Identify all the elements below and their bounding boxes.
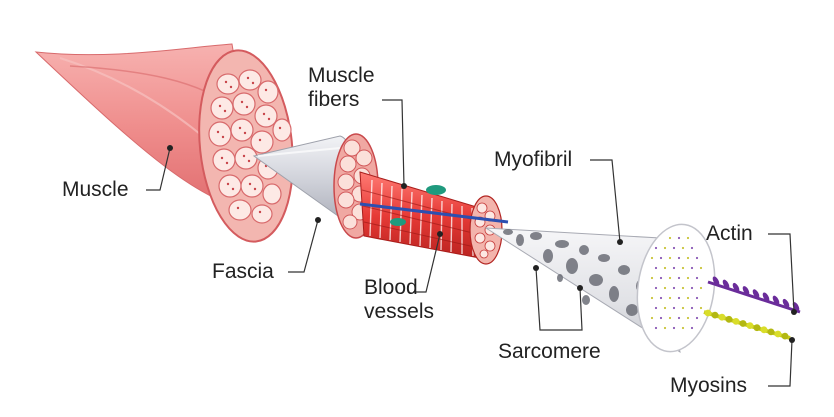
- myofibril-dot: [686, 256, 690, 260]
- actin-bump: [772, 295, 780, 305]
- myofibril-dot: [659, 256, 663, 260]
- muscle-fibers-bundle: [359, 171, 503, 265]
- actin-bump: [722, 279, 730, 289]
- myofibril-dot: [695, 296, 699, 300]
- myofibril-dot: [668, 256, 672, 260]
- label-sarcomere: Sarcomere: [498, 340, 601, 363]
- myofibril-dot: [695, 256, 699, 260]
- myofibril-dot: [690, 266, 694, 270]
- myofibril-dot: [650, 256, 654, 260]
- actin-bump: [732, 282, 740, 292]
- myosin-bead: [760, 326, 768, 334]
- myofibril-dot: [659, 276, 663, 280]
- leader-dots: [167, 145, 797, 343]
- label-blood-vessels-line2: vessels: [364, 300, 435, 323]
- myosin-bead: [781, 332, 789, 340]
- myofibril-dot: [681, 246, 685, 250]
- myofibril-dot: [668, 236, 672, 240]
- myofibril-dot: [681, 306, 685, 310]
- myofibril-dot: [690, 326, 694, 330]
- myosin-bead: [725, 315, 733, 323]
- blood-vessel: [359, 202, 509, 224]
- myofibril-dot: [663, 246, 667, 250]
- myofibril-dot: [690, 286, 694, 290]
- myofibril-dot: [677, 296, 681, 300]
- myofibril-dot: [654, 266, 658, 270]
- myofibril-dot: [659, 296, 663, 300]
- myofibril-dot: [690, 246, 694, 250]
- myofibril-cone: [484, 223, 716, 354]
- myofibril-dot: [681, 286, 685, 290]
- label-muscle-fibers-line2: fibers: [308, 88, 360, 111]
- myosin-bead: [767, 328, 775, 336]
- label-actin: Actin: [706, 222, 753, 245]
- myofibril-dot: [668, 276, 672, 280]
- myofibril-dot: [672, 246, 676, 250]
- myofibril-dot: [663, 286, 667, 290]
- myofibril-dot: [699, 266, 703, 270]
- label-myosins: Myosins: [670, 374, 748, 397]
- myofibril-dot: [677, 256, 681, 260]
- myofibril-dot: [699, 306, 703, 310]
- myosin-bead: [739, 320, 747, 327]
- label-muscle-fibers-line1: Muscle: [308, 64, 375, 87]
- muscle-shape: [34, 43, 294, 243]
- myofibril-dot: [654, 306, 658, 310]
- label-blood-vessels: Blood vessels: [364, 276, 434, 324]
- myofibril-dot: [663, 306, 667, 310]
- actin-bump: [792, 302, 800, 312]
- myosin-bead: [753, 324, 761, 332]
- myofibril-dot: [654, 286, 658, 290]
- myofibril-dot: [672, 286, 676, 290]
- myofibril-dot: [681, 266, 685, 270]
- myofibril-dot: [695, 276, 699, 280]
- label-blood-vessels-line1: Blood: [364, 276, 418, 299]
- myofibril-cross-section-dots: [650, 236, 703, 330]
- myofibril-dot: [650, 316, 654, 320]
- label-myofibril: Myofibril: [494, 148, 573, 171]
- myofibril-dot: [663, 326, 667, 330]
- myosin-bead: [704, 309, 712, 317]
- myofibril-dot: [695, 316, 699, 320]
- myofibril-dot: [672, 306, 676, 310]
- myosin-filament: [703, 309, 791, 340]
- myofibril-dot: [699, 286, 703, 290]
- myofibril-dot: [672, 266, 676, 270]
- actin-bump: [752, 289, 760, 299]
- myofibril-dot: [654, 326, 658, 330]
- myofibril-dot: [681, 326, 685, 330]
- leader-lines: [146, 99, 795, 387]
- myosin-bead: [718, 313, 726, 321]
- label-fascia: Fascia: [212, 260, 274, 283]
- label-muscle-fibers: Muscle fibers: [308, 64, 375, 112]
- myofibril-dot: [686, 236, 690, 240]
- myosin-bead: [732, 318, 740, 325]
- myosin-bead: [711, 311, 719, 319]
- myofibril-dot: [677, 316, 681, 320]
- myofibril-dot: [663, 266, 667, 270]
- myofibril-dot: [686, 316, 690, 320]
- myofibril-dot: [668, 296, 672, 300]
- actin-bump: [712, 276, 720, 286]
- myofibril-dot: [668, 316, 672, 320]
- myofibril-dot: [650, 296, 654, 300]
- myosin-bead: [746, 322, 754, 329]
- actin-filament: [707, 276, 801, 314]
- myofibril-dot: [690, 306, 694, 310]
- myofibril-dot: [654, 246, 658, 250]
- myofibril-dot: [677, 236, 681, 240]
- myofibril-dot: [686, 276, 690, 280]
- myofibril-dot: [677, 276, 681, 280]
- actin-bump: [782, 298, 790, 308]
- actin-bump: [762, 292, 770, 302]
- myosin-bead: [774, 330, 782, 338]
- myofibril-dot: [650, 276, 654, 280]
- myofibril-dot: [686, 296, 690, 300]
- label-muscle: Muscle: [62, 178, 129, 201]
- myofibril-dot: [672, 326, 676, 330]
- actin-bump: [742, 286, 750, 296]
- myofibril-dot: [659, 316, 663, 320]
